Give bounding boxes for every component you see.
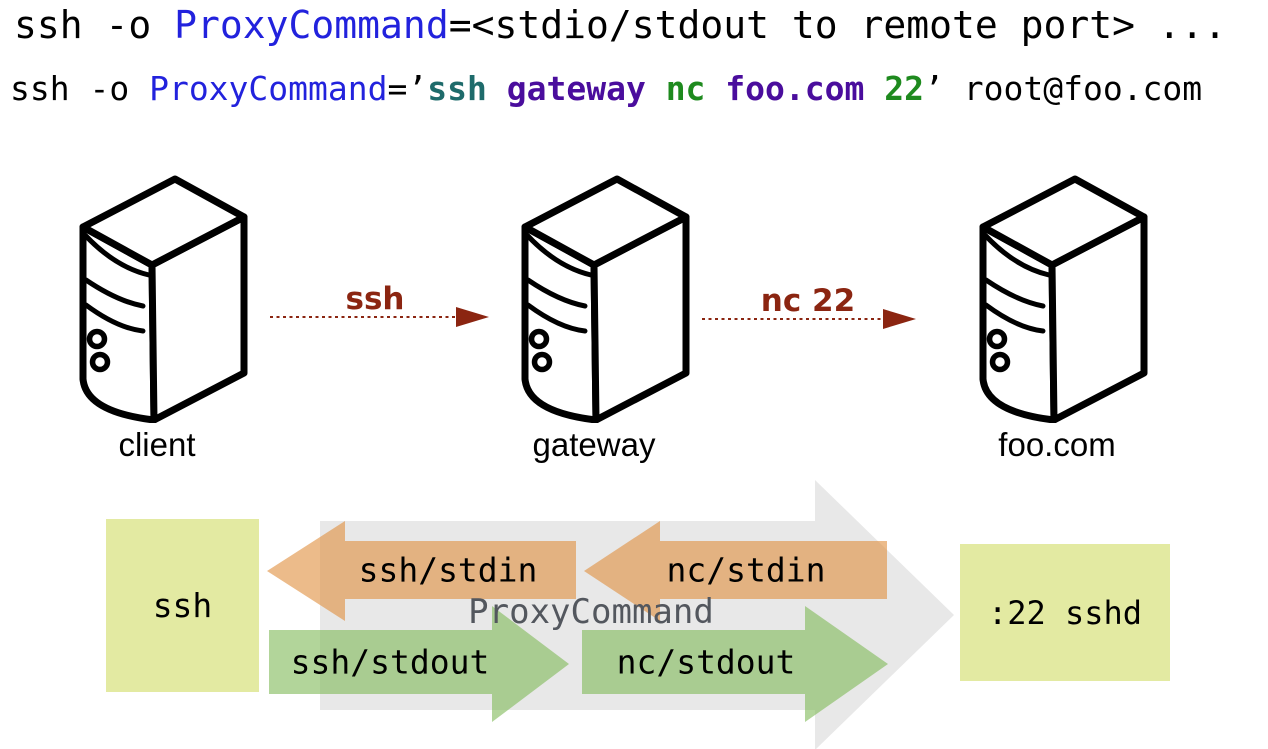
example-command-line: ssh -o ProxyCommand=’ssh gateway nc foo.… [10, 70, 1202, 108]
nc-stdout-arrow-shape [582, 606, 888, 722]
example-close-quote: ’ [924, 69, 944, 108]
nc-arrowhead-icon [883, 309, 916, 329]
server-label-client: client [118, 426, 196, 463]
server-icon-gateway [519, 173, 691, 424]
ssh-stdin-arrow-shape [267, 521, 576, 621]
server-label-gateway: gateway [532, 426, 656, 463]
server-icon-foo-com [977, 173, 1149, 424]
server-tower-icon [521, 175, 690, 424]
server-label-foo-com: foo.com [998, 426, 1116, 463]
flow-label-nc-stdout: nc/stdout [616, 642, 796, 682]
flow-box-ssh-client: ssh [106, 519, 259, 692]
flow-box-ssh-label: ssh [152, 586, 213, 625]
ssh-stdout-arrow-shape [269, 606, 569, 722]
heading-prefix: ssh -o [14, 3, 175, 47]
server-icon-client [77, 173, 249, 424]
flow-label-nc-stdin: nc/stdin [666, 550, 826, 590]
example-arg-port: 22 [884, 69, 924, 108]
flow-label-ssh-stdin: ssh/stdin [358, 550, 538, 590]
flow-label-proxycommand: ProxyCommand [468, 592, 714, 632]
flow-box-sshd-label: :22 sshd [987, 593, 1143, 632]
server-tower-icon [979, 175, 1148, 424]
heading-command-line: ssh -o ProxyCommand=<stdio/stdout to rem… [14, 3, 1227, 48]
connection-label-ssh: ssh [345, 281, 405, 317]
ssh-arrowhead-icon [456, 307, 489, 327]
flow-box-sshd-server: :22 sshd [960, 544, 1170, 681]
nc-stdin-arrow-shape [584, 521, 887, 621]
example-arg-ssh: ssh [427, 69, 507, 108]
example-arg-nc: nc [665, 69, 726, 108]
example-prefix: ssh -o [10, 69, 150, 108]
example-suffix: root@foo.com [943, 69, 1203, 108]
flow-label-ssh-stdout: ssh/stdout [290, 642, 490, 682]
example-arg-gateway: gateway [506, 69, 666, 108]
server-tower-icon [79, 175, 248, 424]
example-keyword-proxycommand: ProxyCommand [149, 69, 388, 108]
example-open-quote: =’ [387, 69, 428, 108]
example-arg-host: foo.com [725, 69, 885, 108]
heading-keyword-proxycommand: ProxyCommand [174, 3, 449, 47]
heading-suffix: =<stdio/stdout to remote port> ... [448, 3, 1227, 47]
connection-label-nc-22: nc 22 [760, 283, 856, 319]
